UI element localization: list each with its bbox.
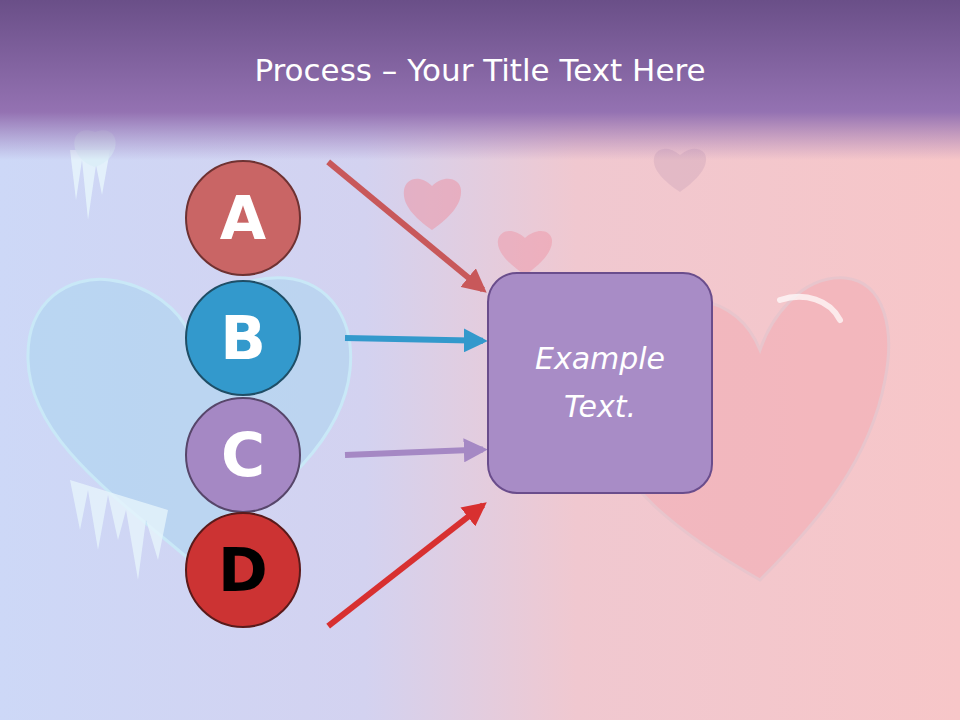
slide-title: Process – Your Title Text Here: [0, 52, 960, 88]
letter-circle: C: [185, 397, 301, 513]
box-text: Example Text.: [520, 335, 680, 431]
arrow-connector: [328, 162, 483, 290]
letter-circle: D: [185, 512, 301, 628]
text-box: Example Text.: [487, 272, 713, 494]
arrow-connector: [345, 338, 483, 341]
circle-letter: D: [218, 540, 268, 600]
letter-circle: B: [185, 280, 301, 396]
circle-letter: A: [220, 188, 266, 248]
circle-letter: B: [220, 308, 266, 368]
arrow-connector: [328, 505, 483, 626]
circle-letter: C: [221, 425, 265, 485]
letter-circle: A: [185, 160, 301, 276]
arrow-connector: [345, 450, 483, 455]
